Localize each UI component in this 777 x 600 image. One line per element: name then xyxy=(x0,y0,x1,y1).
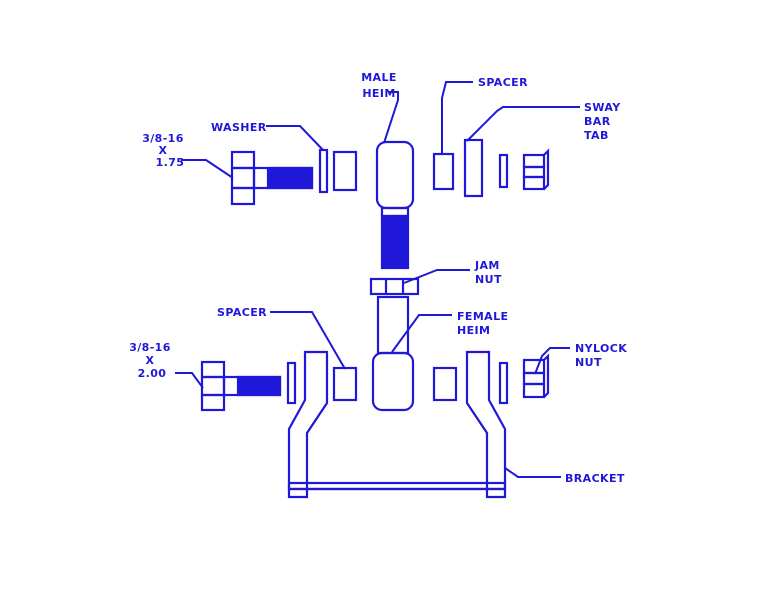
leader-jam-nut xyxy=(403,269,470,284)
washer-bottom-left xyxy=(286,361,297,405)
jam-nut xyxy=(369,277,420,296)
leader-bolt-bottom xyxy=(175,372,204,389)
label-bolt-top-line1: 3/8-16 xyxy=(142,132,184,145)
washer-bottom-right xyxy=(498,361,509,405)
label-nylock-nut-line1: NYLOCK xyxy=(575,342,627,355)
label-sway-bar-tab-line2: BAR xyxy=(584,115,611,128)
hex-bolt-bottom xyxy=(200,360,282,412)
leader-sway-bar-tab xyxy=(466,106,580,142)
label-nylock-nut-line2: NUT xyxy=(575,356,602,369)
nylock-nut-bottom xyxy=(522,353,550,399)
label-sway-bar-tab-line3: TAB xyxy=(584,129,609,142)
male-heim xyxy=(375,140,415,270)
leader-female-heim xyxy=(391,314,452,353)
washer-top-right xyxy=(498,153,509,189)
leader-bracket xyxy=(504,467,561,478)
label-layer: 3/8-16 X 1.75 WASHER MALE HEIM SPACER SW… xyxy=(129,71,627,485)
label-female-heim-line2: HEIM xyxy=(457,324,490,337)
label-male-heim-line2: HEIM xyxy=(362,87,395,100)
leader-washer-top xyxy=(266,125,324,151)
spacer-top-left xyxy=(332,150,358,192)
leader-spacer-bottom xyxy=(270,311,346,370)
female-heim xyxy=(371,295,415,412)
label-male-heim-line1: MALE xyxy=(361,71,397,84)
leader-lines xyxy=(175,81,580,478)
label-bolt-bottom-line3: 2.00 xyxy=(138,367,167,380)
nylock-nut-top xyxy=(522,148,550,191)
sway-bar-tab xyxy=(463,138,484,198)
leader-male-heim xyxy=(383,91,399,144)
label-bolt-top-line3: 1.75 xyxy=(156,156,185,169)
bracket xyxy=(287,350,507,499)
label-sway-bar-tab-line1: SWAY xyxy=(584,101,621,114)
label-jam-nut-line1: JAM xyxy=(474,259,500,272)
spacer-bottom-right xyxy=(432,366,458,402)
spacer-top-right xyxy=(432,152,455,191)
label-female-heim-line1: FEMALE xyxy=(457,310,508,323)
label-bolt-bottom-line2: X xyxy=(146,354,155,367)
label-jam-nut-line2: NUT xyxy=(475,273,502,286)
label-spacer-bottom: SPACER xyxy=(217,306,267,319)
label-bolt-top-line2: X xyxy=(159,144,168,157)
leader-bolt-top xyxy=(181,159,234,179)
label-spacer-top: SPACER xyxy=(478,76,528,89)
leader-nylock-nut xyxy=(534,347,570,375)
label-bracket: BRACKET xyxy=(565,472,625,485)
washer-top xyxy=(318,148,329,194)
leader-spacer-top xyxy=(441,81,473,155)
label-washer: WASHER xyxy=(211,121,267,134)
label-bolt-bottom-line1: 3/8-16 xyxy=(129,341,171,354)
